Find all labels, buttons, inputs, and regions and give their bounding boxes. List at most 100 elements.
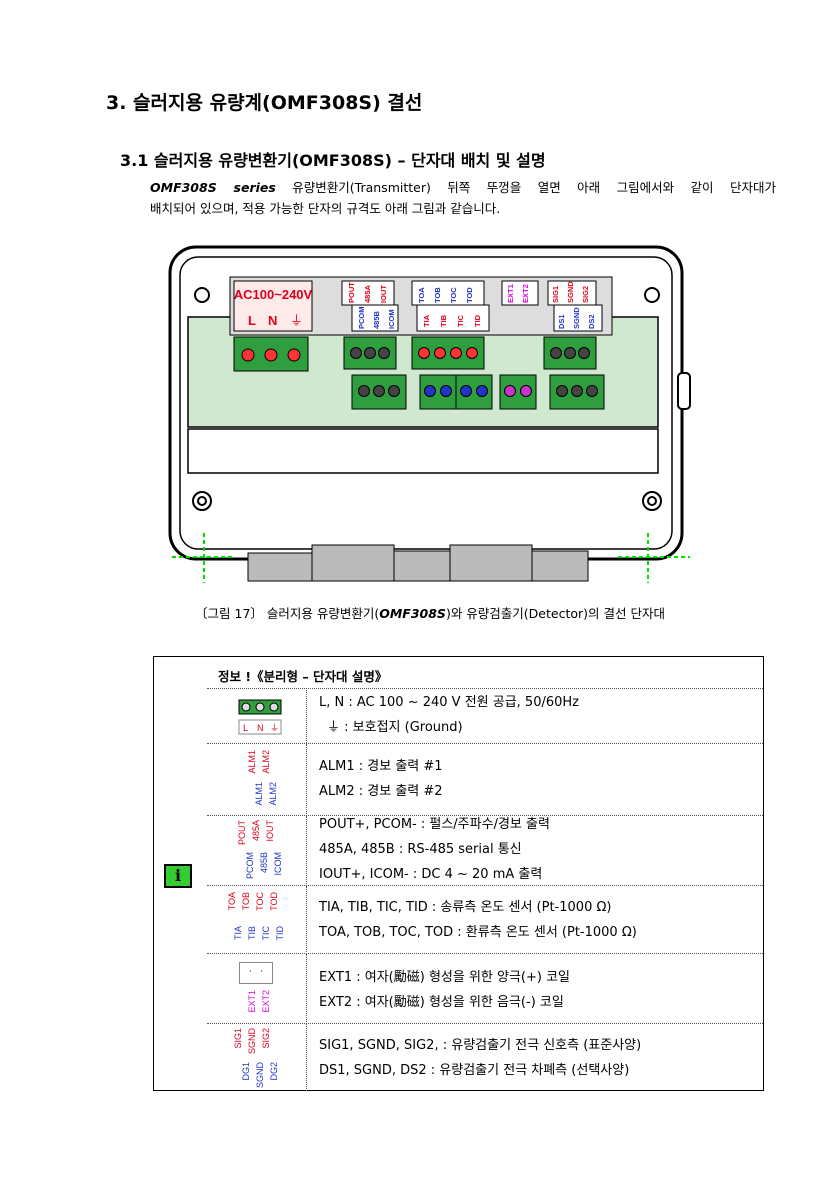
thumb-dot: ·	[260, 967, 264, 977]
thumb-label: SGND	[247, 1028, 257, 1055]
info-row-signal: SIG1 SGND SIG2 DG1 SGND DG2 SIG1, SGND, …	[207, 1023, 763, 1091]
thumb-alarm: ALM1 ALM2 ALM1 ALM2	[207, 744, 307, 816]
g2-bot-2: TIC	[456, 314, 465, 327]
g2-bot-3: TID	[473, 314, 482, 327]
thumb-label: IOUT	[265, 820, 275, 842]
g2-top-0: TOA	[417, 287, 426, 303]
g4-bot-1: SGND	[572, 307, 581, 329]
thumb-temp: TOA TOB TOC TOD TIA TIB TIC TID	[207, 886, 307, 954]
thumb-power-g: ⏚	[270, 723, 279, 734]
thumb-label: EXT2	[261, 990, 271, 1013]
thumb-label: 485B	[259, 852, 269, 874]
g1-top-1: 485A	[363, 284, 372, 303]
subsection-heading: 3.1 슬러지용 유량변환기(OMF308S) – 단자대 배치 및 설명	[120, 151, 546, 170]
power-term-n: N	[268, 313, 277, 328]
g1-bot-0: PCOM	[357, 307, 366, 330]
g2-bot-1: TIB	[439, 314, 448, 327]
info-line: EXT2 : 여자(勵磁) 형성을 위한 음극(-) 코일	[319, 995, 564, 1010]
divider	[207, 688, 763, 689]
g2-top-2: TOC	[449, 287, 458, 303]
g4-bot-0: DS1	[557, 314, 566, 329]
info-row-output: POUT 485A IOUT PCOM 485B ICOM POUT+, PCO…	[207, 815, 763, 886]
terminal-block-diagram: AC100~240V L N ⏚ POUT 485A IOUT PCOM 485…	[168, 245, 691, 583]
thumb-power: L N ⏚	[207, 688, 307, 743]
thumb-label: ICOM	[273, 852, 283, 876]
thumb-output: POUT 485A IOUT PCOM 485B ICOM	[207, 816, 307, 886]
g3-top-0: EXT1	[506, 284, 515, 303]
thumb-label: DG1	[241, 1062, 251, 1081]
info-line: ⏚ : 보호접지 (Ground)	[327, 720, 463, 735]
thumb-label: POUT	[237, 820, 247, 846]
info-row-power: L N ⏚ L, N : AC 100 ~ 240 V 전원 공급, 50/60…	[207, 688, 763, 743]
caption-pre: 〔그림 17〕 슬러지용 유량변환기(	[195, 606, 380, 621]
thumb-label: TOD	[269, 892, 279, 911]
info-row-signal-text: SIG1, SGND, SIG2, : 유량검출기 전극 신호측 (표준사양) …	[319, 1033, 641, 1083]
info-row-exc: · · EXT1 EXT2 EXT1 : 여자(勵磁) 형성을 위한 양극(+)…	[207, 953, 763, 1024]
info-line: TOA, TOB, TOC, TOD : 환류측 온도 센서 (Pt-1000 …	[319, 925, 637, 940]
info-row-output-text: POUT+, PCOM- : 펄스/주파수/경보 출력 485A, 485B :…	[319, 812, 550, 887]
thumb-label: TOC	[255, 892, 265, 911]
info-line: L, N : AC 100 ~ 240 V 전원 공급, 50/60Hz	[319, 695, 579, 710]
thumb-label: SIG1	[233, 1028, 243, 1049]
caption-model: OMF308S	[379, 606, 446, 621]
g4-top-1: SGND	[566, 281, 575, 303]
thumb-label: ALM1	[254, 782, 264, 806]
info-line: POUT+, PCOM- : 펄스/주파수/경보 출력	[319, 817, 550, 832]
info-icon: i	[164, 864, 192, 888]
intro-line-2: 배치되어 있으며, 적용 가능한 단자의 규격도 아래 그림과 같습니다.	[150, 201, 501, 216]
intro-line-1: OMF308S series 유량변환기(Transmitter) 뒤쪽 뚜껑을…	[150, 177, 776, 198]
caption-post: )와 유량검출기(Detector)의 결선 단자대	[445, 606, 665, 621]
thumb-label: PCOM	[245, 852, 255, 879]
thumb-label: TOA	[227, 892, 237, 911]
g2-top-3: TOD	[465, 287, 474, 303]
info-line: EXT1 : 여자(勵磁) 형성을 위한 양극(+) 코일	[319, 970, 571, 985]
thumb-blank: · ·	[239, 962, 273, 984]
info-row-temp-text: TIA, TIB, TIC, TID : 송류측 온도 센서 (Pt-1000 …	[319, 895, 637, 945]
power-term-l: L	[248, 313, 256, 328]
g4-bot-2: DS2	[587, 314, 596, 329]
thumb-label: EXT1	[247, 990, 257, 1013]
g4-top-0: SIG1	[551, 286, 560, 303]
g2-top-1: TOB	[433, 287, 442, 303]
info-row-power-text: L, N : AC 100 ~ 240 V 전원 공급, 50/60Hz ⏚ :…	[319, 690, 579, 740]
thumb-label: 485A	[251, 820, 261, 842]
thumb-signal: SIG1 SGND SIG2 DG1 SGND DG2	[207, 1024, 307, 1091]
info-row-alarm-text: ALM1 : 경보 출력 #1 ALM2 : 경보 출력 #2	[319, 754, 443, 804]
thumb-label: ALM2	[261, 750, 271, 774]
thumb-label: SGND	[255, 1062, 265, 1089]
info-line: 485A, 485B : RS-485 serial 통신	[319, 842, 522, 857]
thumb-label: ALM2	[268, 782, 278, 806]
thumb-label: TIB	[247, 926, 257, 941]
info-line: IOUT+, ICOM- : DC 4 ~ 20 mA 출력	[319, 867, 543, 882]
power-term-ground: ⏚	[290, 314, 303, 329]
g1-bot-2: ICOM	[387, 309, 396, 329]
info-line: ALM2 : 경보 출력 #2	[319, 784, 443, 799]
info-line: ALM1 : 경보 출력 #1	[319, 759, 443, 774]
thumb-label: TIC	[261, 926, 271, 941]
power-label: AC100~240V	[234, 287, 313, 302]
thumb-power-l: L	[243, 723, 248, 733]
g1-top-2: IOUT	[379, 285, 388, 303]
section-heading: 3. 슬러지용 유량계(OMF308S) 결선	[106, 92, 423, 114]
g1-top-0: POUT	[347, 282, 356, 303]
thumb-dot: ·	[248, 967, 252, 977]
info-row-temp: TOA TOB TOC TOD TIA TIB TIC TID TIA, TIB…	[207, 885, 763, 954]
g4-top-2: SIG2	[581, 286, 590, 303]
thumb-power-n: N	[257, 723, 264, 733]
power-terminal-icon: L N ⏚	[238, 699, 282, 735]
intro-line-1-text: 유량변환기(Transmitter) 뒤쪽 뚜껑을 열면 아래 그림에서와 같이…	[275, 180, 777, 195]
info-box: 정보 !《분리형 – 단자대 설명》 i L N ⏚ L, N : AC 100…	[153, 656, 764, 1091]
thumb-label: ALM1	[247, 750, 257, 774]
g2-bot-0: TIA	[422, 314, 431, 327]
thumb-label: SIG2	[261, 1028, 271, 1049]
info-line: SIG1, SGND, SIG2, : 유량검출기 전극 신호측 (표준사양)	[319, 1038, 642, 1053]
thumb-label: TID	[275, 926, 285, 941]
g1-bot-1: 485B	[372, 310, 381, 329]
thumb-label: TOB	[241, 892, 251, 911]
thumb-exc: · · EXT1 EXT2	[207, 954, 307, 1024]
info-row-alarm: ALM1 ALM2 ALM1 ALM2 ALM1 : 경보 출력 #1 ALM2…	[207, 743, 763, 816]
info-row-exc-text: EXT1 : 여자(勵磁) 형성을 위한 양극(+) 코일 EXT2 : 여자(…	[319, 965, 570, 1015]
model-name: OMF308S series	[150, 180, 276, 195]
thumb-label: TIA	[233, 926, 243, 941]
info-line: DS1, SGND, DS2 : 유량검출기 전극 차폐측 (선택사양)	[319, 1063, 630, 1078]
